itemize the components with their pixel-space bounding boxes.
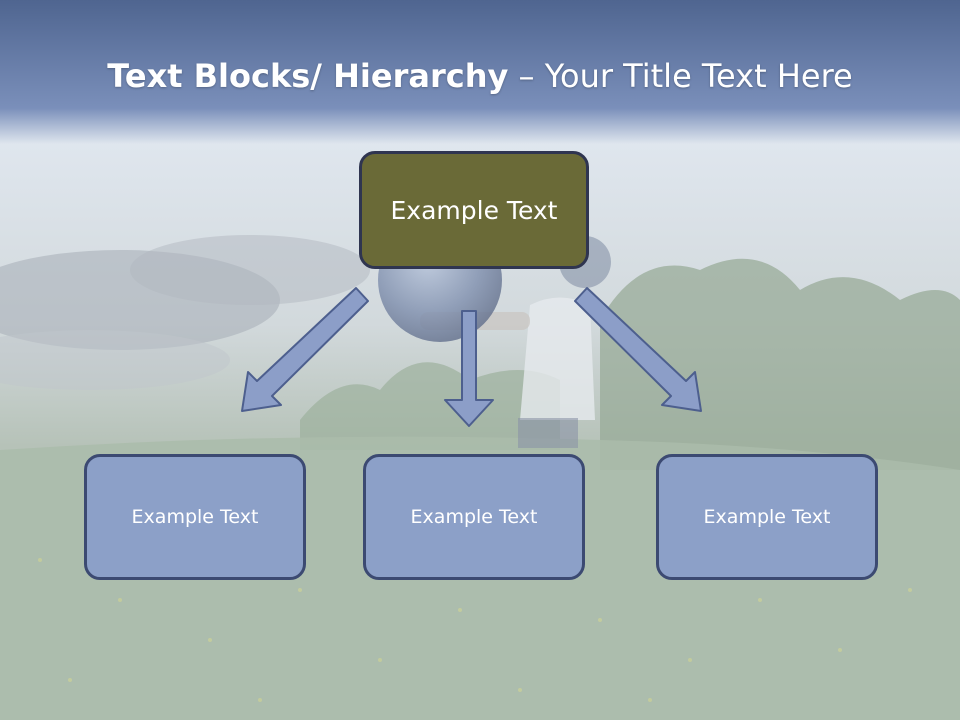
slide-title-bold: Text Blocks/ Hierarchy [107,57,509,95]
child-node-1: Example Text [84,454,306,580]
arrow-right [574,287,702,412]
child-node-3: Example Text [656,454,878,580]
arrow-left [241,287,369,412]
top-node-label: Example Text [390,195,558,225]
child-node-2: Example Text [363,454,585,580]
child-node-label: Example Text [410,506,538,528]
arrow-middle [444,310,494,427]
slide-title: Text Blocks/ Hierarchy – Your Title Text… [0,52,960,100]
slide-title-rest: – Your Title Text Here [508,57,853,95]
child-node-label: Example Text [703,506,831,528]
child-node-label: Example Text [131,506,259,528]
top-node: Example Text [359,151,589,269]
